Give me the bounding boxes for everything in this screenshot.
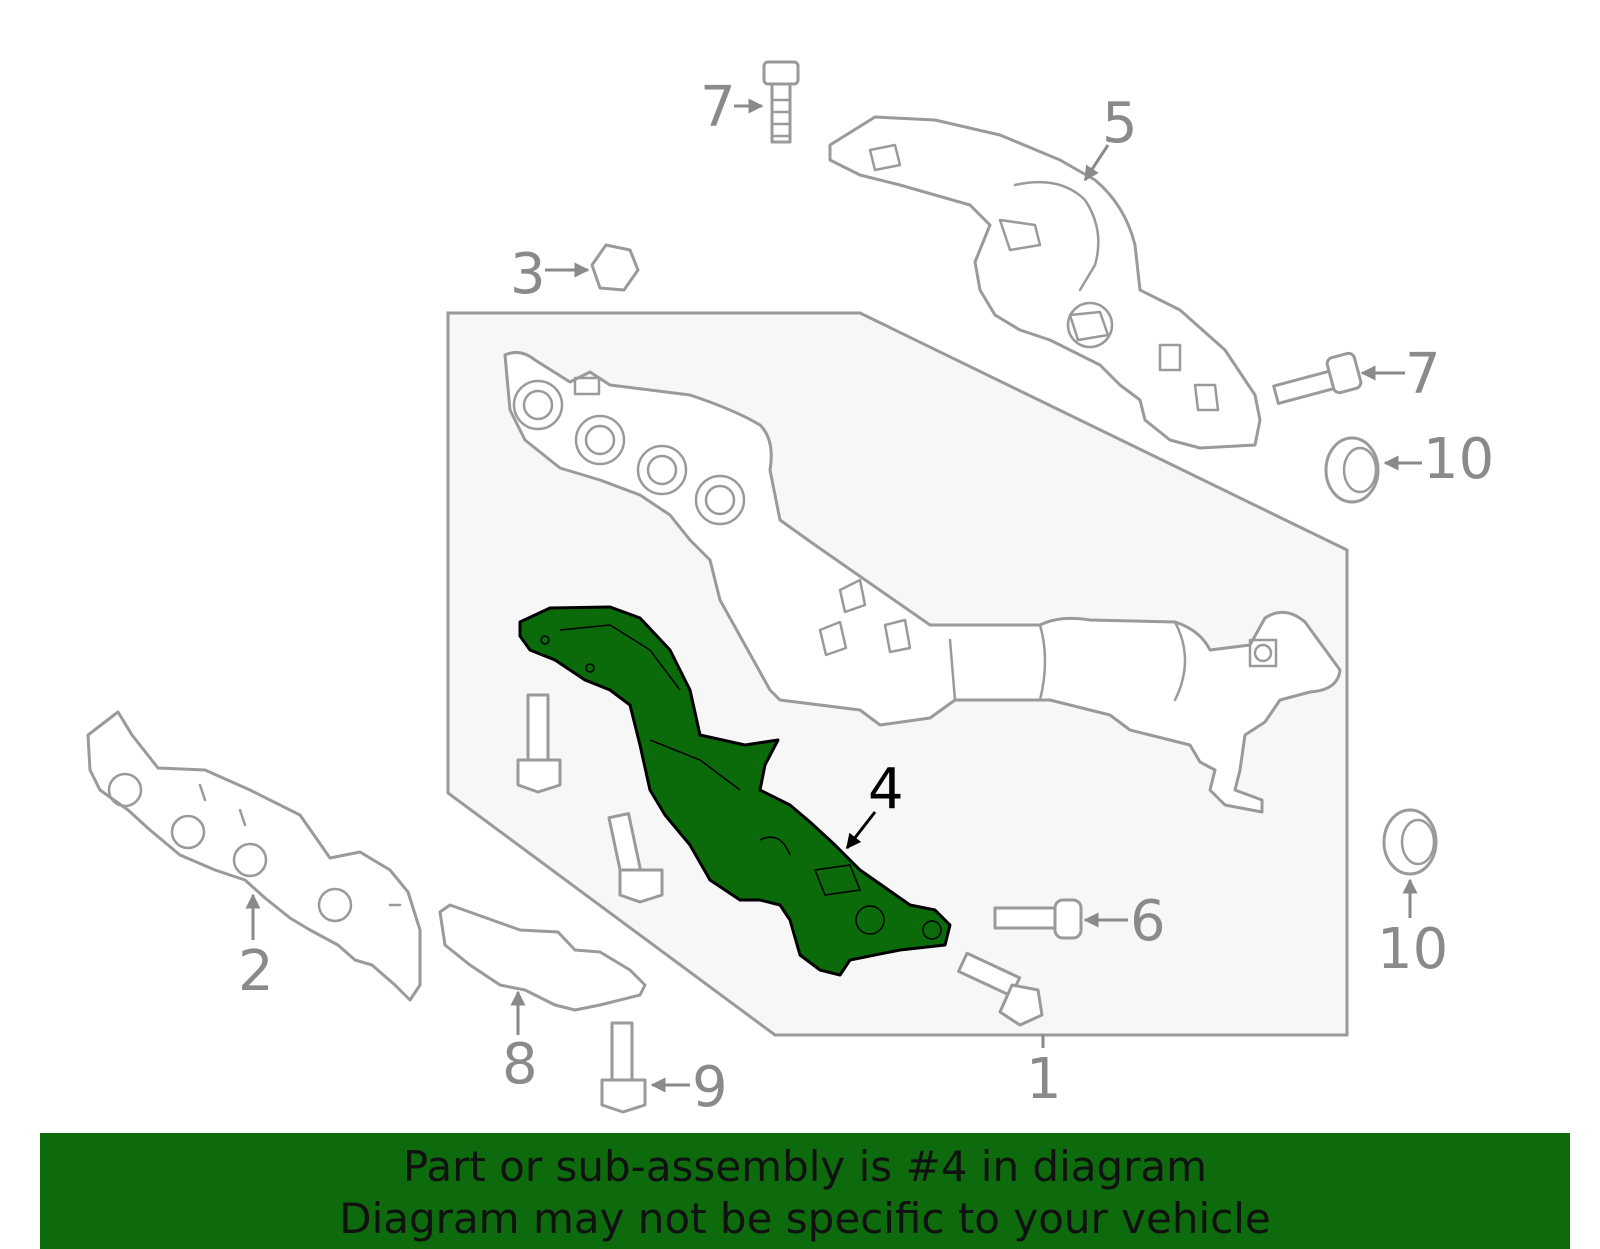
stud-left-1 bbox=[516, 693, 562, 794]
callout-6: 6 bbox=[1130, 889, 1166, 954]
callout-2: 2 bbox=[238, 939, 274, 1004]
grommet-10-lower bbox=[1382, 808, 1438, 876]
heat-insulator-part-4[interactable] bbox=[518, 605, 952, 977]
callout-8: 8 bbox=[502, 1032, 538, 1097]
info-banner: Part or sub-assembly is #4 in diagram Di… bbox=[40, 1133, 1570, 1249]
bolt-7-right bbox=[1272, 351, 1363, 405]
callout-7-right: 7 bbox=[1405, 342, 1441, 407]
callout-10-lower: 10 bbox=[1377, 917, 1448, 982]
callout-9: 9 bbox=[692, 1055, 728, 1120]
exhaust-manifold-assembly bbox=[503, 350, 1342, 814]
banner-line-1: Part or sub-assembly is #4 in diagram bbox=[402, 1142, 1208, 1191]
callout-7-top: 7 bbox=[700, 75, 736, 140]
callout-4[interactable]: 4 bbox=[868, 757, 904, 822]
callout-arrows bbox=[245, 98, 1422, 1093]
bolt-7-top bbox=[762, 60, 800, 144]
nut-3 bbox=[590, 243, 640, 292]
heat-shield-lower bbox=[438, 903, 647, 1012]
callout-5: 5 bbox=[1102, 91, 1138, 156]
stud-left-2 bbox=[607, 812, 664, 904]
callout-10-upper: 10 bbox=[1423, 427, 1494, 492]
bolt-6 bbox=[993, 898, 1083, 940]
heat-shield-upper bbox=[828, 115, 1262, 450]
bolt-9 bbox=[600, 1021, 647, 1114]
callout-1: 1 bbox=[1026, 1047, 1062, 1112]
callout-3: 3 bbox=[510, 242, 546, 307]
banner-line-2: Diagram may not be specific to your vehi… bbox=[339, 1194, 1271, 1243]
grommet-10-upper bbox=[1324, 436, 1380, 504]
bolt-lower-right bbox=[957, 951, 1044, 1027]
manifold-gasket bbox=[86, 710, 422, 1002]
